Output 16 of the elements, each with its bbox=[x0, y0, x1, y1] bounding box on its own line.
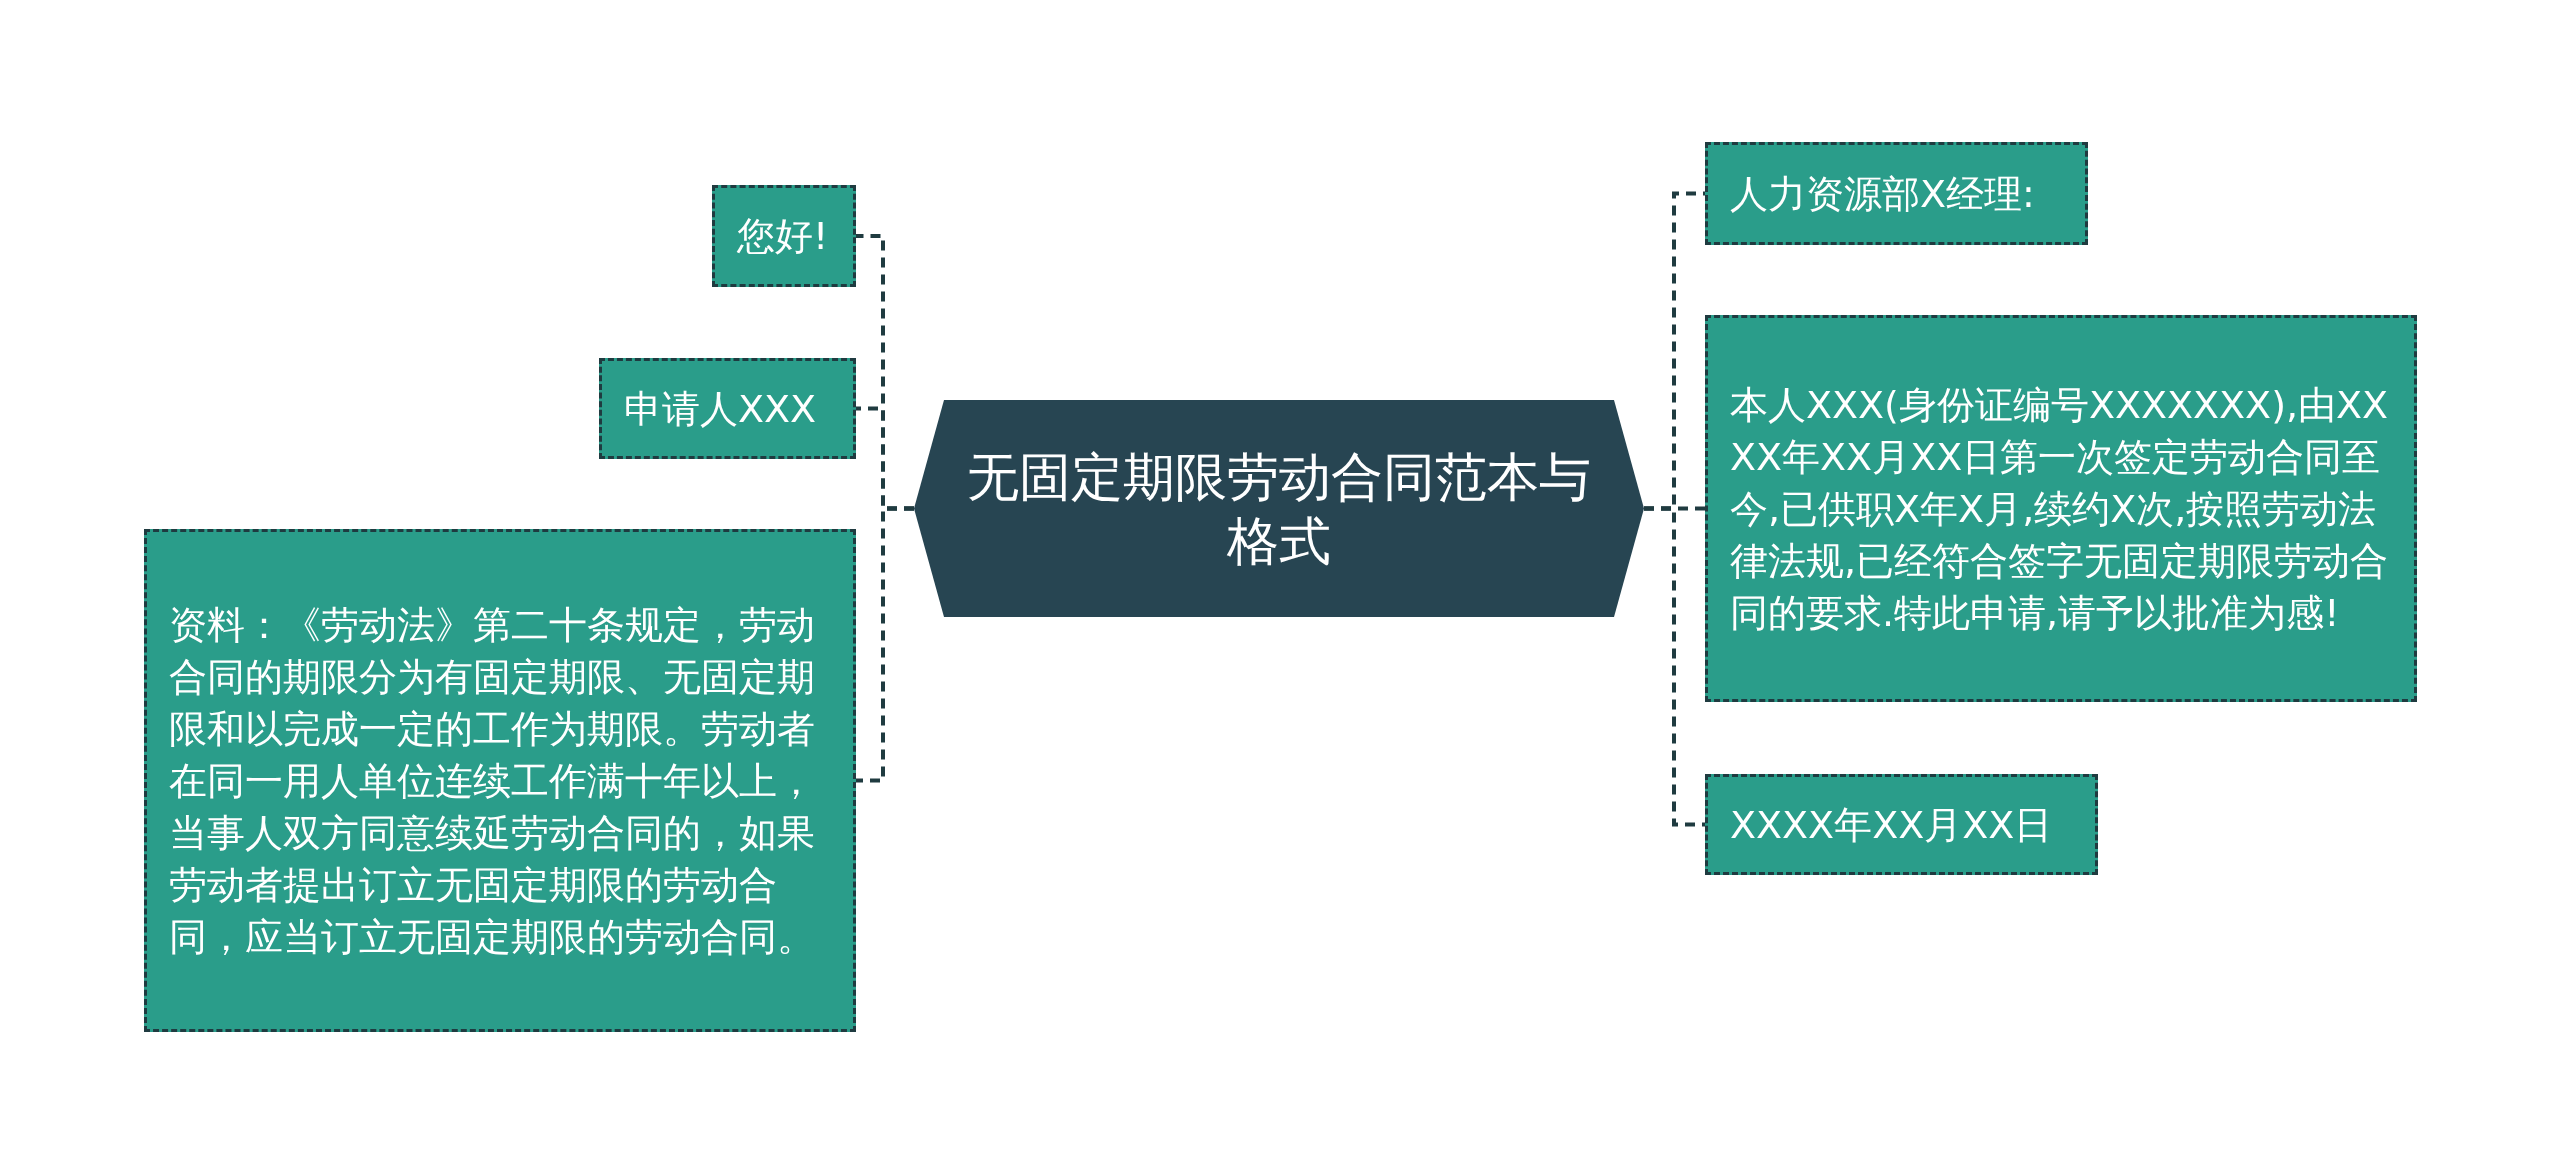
branch-box bbox=[712, 185, 856, 287]
branch-text: XXXX年XX月XX日 bbox=[1730, 801, 2054, 849]
connector-line bbox=[856, 506, 914, 783]
topic-title: 无固定期限劳动合同范本与格式 bbox=[966, 445, 1592, 573]
branch-text: 本人XXX(身份证编号XXXXXXX),由XXXX年XX月XX日第一次签定劳动合同至今,已供职X年X月,续约X次,按照劳动法律法规,已经符合签字无固定期限劳动合同的要求.特此申请,请予以批准为感! bbox=[1730, 381, 2390, 637]
branch-box bbox=[599, 358, 856, 459]
topic-hexagon bbox=[914, 400, 1644, 617]
branch-box bbox=[1705, 774, 2098, 875]
branch-box bbox=[1705, 142, 2088, 245]
branch-text: 申请人XXX bbox=[624, 385, 818, 433]
branch-box bbox=[1705, 315, 2417, 702]
branch-text: 资料：《劳动法》第二十条规定，劳动合同的期限分为有固定期限、无固定期限和以完成一定的工作为期限。劳动者在同一用人单位连续工作满十年以上，当事人双方同意续延劳动合同的，如果劳动者提出订立无固定期限的劳动合同，应当订立无固定期限的劳动合同。 bbox=[169, 601, 816, 961]
branch-text: 人力资源部X经理: bbox=[1730, 170, 2036, 218]
branch-box bbox=[144, 529, 856, 1032]
branch-text: 您好! bbox=[737, 213, 830, 260]
connector-line bbox=[1644, 506, 1705, 827]
